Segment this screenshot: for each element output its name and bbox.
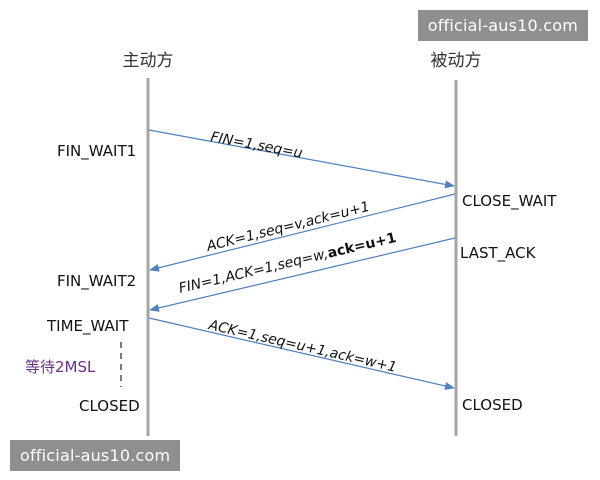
message-fin-ack-w-plain: FIN=1,ACK=1,seq=w, (177, 246, 329, 297)
state-close-wait: CLOSE_WAIT (462, 192, 557, 211)
state-fin-wait2: FIN_WAIT2 (57, 272, 136, 291)
passive-party-label: 被动方 (431, 51, 482, 71)
arrow-ack-1 (149, 193, 456, 272)
state-time-wait: TIME_WAIT (46, 317, 129, 336)
arrow-fin-1 (148, 129, 455, 189)
arrow-fin-2 (149, 237, 456, 312)
active-party-label: 主动方 (123, 51, 174, 71)
state-closed-active: CLOSED (79, 397, 140, 415)
state-last-ack: LAST_ACK (460, 244, 537, 263)
arrow-ack-2 (148, 317, 455, 390)
message-fin-u: FIN=1,seq=u (209, 129, 304, 162)
watermark-bottom: official-aus10.com (10, 440, 181, 471)
watermark-top: official-aus10.com (417, 10, 588, 41)
message-ack-w1: ACK=1,seq=u+1,ack=w+1 (206, 317, 398, 376)
state-closed-passive: CLOSED (462, 396, 523, 414)
message-fin-ack-w-bold: ack=u+1 (326, 230, 398, 262)
state-fin-wait1: FIN_WAIT1 (57, 142, 136, 161)
wait-2msl-label: 等待2MSL (25, 358, 96, 376)
